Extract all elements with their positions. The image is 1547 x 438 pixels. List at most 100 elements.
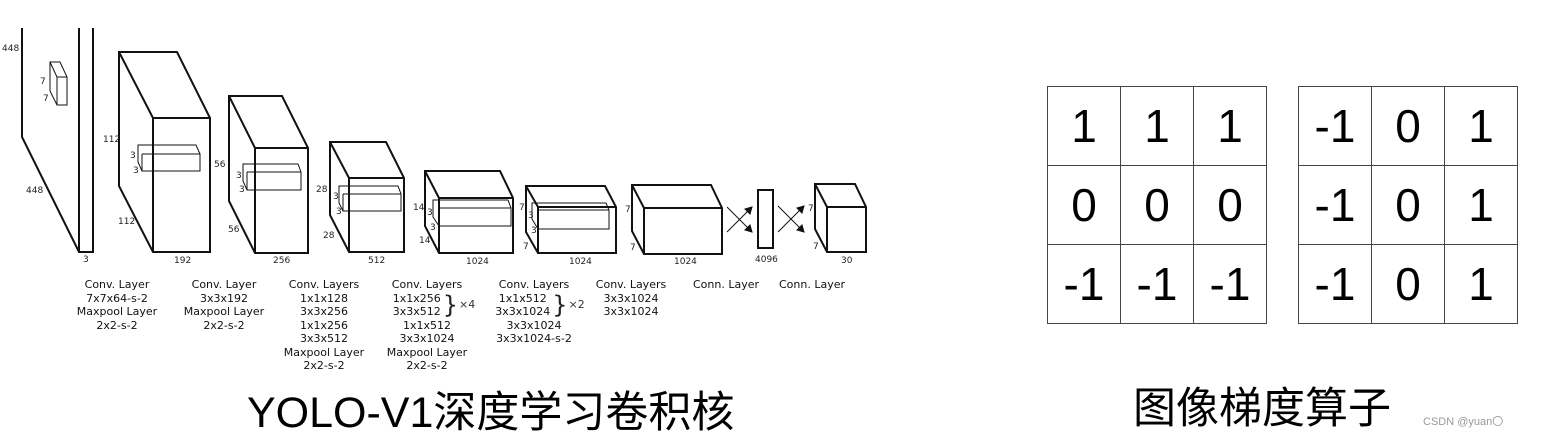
kernel-row: -1 0 1 bbox=[1298, 86, 1518, 166]
yolo-title: YOLO-V1深度学习卷积核 bbox=[247, 389, 735, 437]
conv-block-2-volume: 56 56 256 3 3 bbox=[214, 95, 309, 266]
block4-d-label: 14 bbox=[419, 236, 431, 246]
block1-d-label: 112 bbox=[118, 217, 135, 227]
caption-line: 2x2-s-2 bbox=[203, 318, 245, 332]
caption-line: 7x7x64-s-2 bbox=[86, 291, 148, 305]
block6-h-label: 7 bbox=[625, 205, 631, 215]
caption-line: 3x3x1024 bbox=[603, 291, 659, 305]
conv-block-6-volume: 7 7 1024 bbox=[625, 184, 723, 267]
caption-line: Conv. Layer bbox=[191, 278, 257, 291]
kernel-row: -1 0 1 bbox=[1298, 165, 1518, 245]
input-height-label: 448 bbox=[2, 44, 19, 54]
block2-h-label: 56 bbox=[214, 160, 226, 170]
kernel-cell: 1 bbox=[1444, 86, 1518, 166]
block1-channels-label: 192 bbox=[174, 256, 191, 266]
horizontal-gradient-kernel: 1 1 1 0 0 0 -1 -1 -1 bbox=[1047, 86, 1267, 324]
conv-block-3-volume: 28 28 512 3 3 bbox=[316, 141, 405, 266]
caption-line: Maxpool Layer bbox=[386, 345, 468, 359]
caption-line: Maxpool Layer bbox=[76, 305, 158, 318]
caption-line: Conv. Layers bbox=[498, 278, 570, 291]
block2-channels-label: 256 bbox=[273, 256, 290, 266]
input-kernel-w-label: 7 bbox=[43, 94, 49, 104]
yolo-architecture-panel: 448 448 3 7 7 112 112 192 3 3 bbox=[2, 28, 867, 437]
block4-kernel-w: 3 bbox=[430, 223, 436, 233]
kernel-cell: -1 bbox=[1120, 244, 1194, 324]
block3-h-label: 28 bbox=[316, 185, 328, 195]
caption-line: 3x3x512 bbox=[392, 305, 441, 318]
vertical-gradient-kernel: -1 0 1 -1 0 1 -1 0 1 bbox=[1298, 86, 1518, 324]
kernel-cell: 1 bbox=[1120, 86, 1194, 166]
fully-connected-arrows-1 bbox=[726, 206, 753, 233]
fully-connected-arrows-2 bbox=[777, 205, 805, 233]
kernel-cell: 1 bbox=[1444, 244, 1518, 324]
caption-line: 1x1x512 bbox=[402, 318, 451, 332]
kernel-row: 0 0 0 bbox=[1047, 165, 1267, 245]
block6-channels-label: 1024 bbox=[674, 257, 697, 267]
input-channels-label: 3 bbox=[83, 255, 89, 265]
output-d-label: 7 bbox=[813, 242, 819, 252]
block4-h-label: 14 bbox=[413, 203, 425, 213]
caption-conv-layers-5: Conv. Layers 1x1x512 3x3x1024 } ×2 3x3x1… bbox=[488, 278, 592, 346]
kernel-cell: -1 bbox=[1298, 86, 1372, 166]
block1-h-label: 112 bbox=[103, 135, 120, 145]
input-volume: 448 448 3 7 7 bbox=[2, 28, 94, 265]
kernel-cell: 0 bbox=[1371, 244, 1445, 324]
caption-line: 3x3x512 bbox=[299, 332, 348, 345]
block2-kernel-h: 3 bbox=[236, 171, 242, 181]
caption-line: 3x3x1024-s-2 bbox=[496, 332, 572, 345]
conv-block-1-volume: 112 112 192 3 3 bbox=[103, 51, 211, 266]
kernel-cell: 1 bbox=[1193, 86, 1267, 166]
fc-size-label: 4096 bbox=[755, 255, 778, 265]
caption-line: Conv. Layers bbox=[288, 278, 360, 291]
kernel-row: 1 1 1 bbox=[1047, 86, 1267, 166]
fc-layer-4096: 4096 bbox=[755, 189, 778, 265]
caption-line: Maxpool Layer bbox=[283, 345, 365, 359]
block2-kernel-w: 3 bbox=[239, 185, 245, 195]
block5-channels-label: 1024 bbox=[569, 257, 592, 267]
caption-conv-layers-6: Conv. Layers 3x3x1024 3x3x1024 bbox=[590, 278, 672, 319]
kernel-cell: 0 bbox=[1047, 165, 1121, 245]
input-width-label: 448 bbox=[26, 186, 43, 196]
input-kernel-h-label: 7 bbox=[40, 77, 46, 87]
block5-h-label: 7 bbox=[519, 203, 525, 213]
kernel-cell: 0 bbox=[1371, 165, 1445, 245]
caption-line: 2x2-s-2 bbox=[406, 359, 448, 372]
caption-line: 2x2-s-2 bbox=[303, 359, 345, 372]
caption-line: Maxpool Layer bbox=[183, 305, 265, 318]
caption-conv-layer-2: Conv. Layer 3x3x192 Maxpool Layer 2x2-s-… bbox=[178, 278, 270, 332]
caption-line: 3x3x1024 bbox=[495, 305, 551, 318]
caption-line: 3x3x1024 bbox=[603, 305, 659, 318]
conv-block-4-volume: 14 14 1024 3 3 bbox=[413, 170, 514, 267]
gradient-operator-panel: 1 1 1 0 0 0 -1 -1 -1 -1 0 1 -1 0 1 -1 0 … bbox=[1040, 80, 1520, 340]
block5-kernel-h: 3 bbox=[528, 211, 534, 221]
caption-conv-layer-1: Conv. Layer 7x7x64-s-2 Maxpool Layer 2x2… bbox=[72, 278, 162, 332]
output-volume: 7 7 30 bbox=[808, 183, 867, 266]
block3-kernel-h: 3 bbox=[333, 192, 339, 202]
kernel-cell: 0 bbox=[1193, 165, 1267, 245]
block1-kernel-w: 3 bbox=[133, 166, 139, 176]
caption-line: Conv. Layer bbox=[84, 278, 150, 291]
yolo-network-diagram: 448 448 3 7 7 112 112 192 3 3 bbox=[2, 28, 867, 267]
caption-line: Conv. Layers bbox=[595, 278, 667, 291]
gradient-title: 图像梯度算子 bbox=[1133, 385, 1391, 433]
right-brace-icon: } bbox=[552, 291, 568, 319]
caption-conn-layer-1: Conn. Layer bbox=[688, 278, 764, 292]
kernel-row: -1 0 1 bbox=[1298, 244, 1518, 324]
output-channels-label: 30 bbox=[841, 256, 853, 266]
caption-conv-layers-3: Conv. Layers 1x1x128 3x3x256 1x1x256 3x3… bbox=[278, 278, 370, 373]
right-brace-icon: } bbox=[442, 291, 459, 319]
block3-d-label: 28 bbox=[323, 231, 335, 241]
repeat-count: ×2 bbox=[568, 298, 585, 312]
block6-d-label: 7 bbox=[630, 243, 636, 253]
caption-line: Conv. Layers bbox=[391, 278, 463, 291]
output-h-label: 7 bbox=[808, 204, 814, 214]
caption-line: 3x3x1024 bbox=[506, 318, 562, 332]
caption-line: 1x1x128 bbox=[299, 291, 348, 305]
repeat-count: ×4 bbox=[459, 298, 476, 312]
block4-channels-label: 1024 bbox=[466, 257, 489, 267]
kernel-cell: 0 bbox=[1371, 86, 1445, 166]
kernel-cell: 1 bbox=[1047, 86, 1121, 166]
repeat-group-x2: 1x1x512 3x3x1024 } ×2 bbox=[495, 292, 585, 319]
caption-line: 1x1x256 bbox=[392, 291, 441, 305]
block3-kernel-w: 3 bbox=[336, 207, 342, 217]
